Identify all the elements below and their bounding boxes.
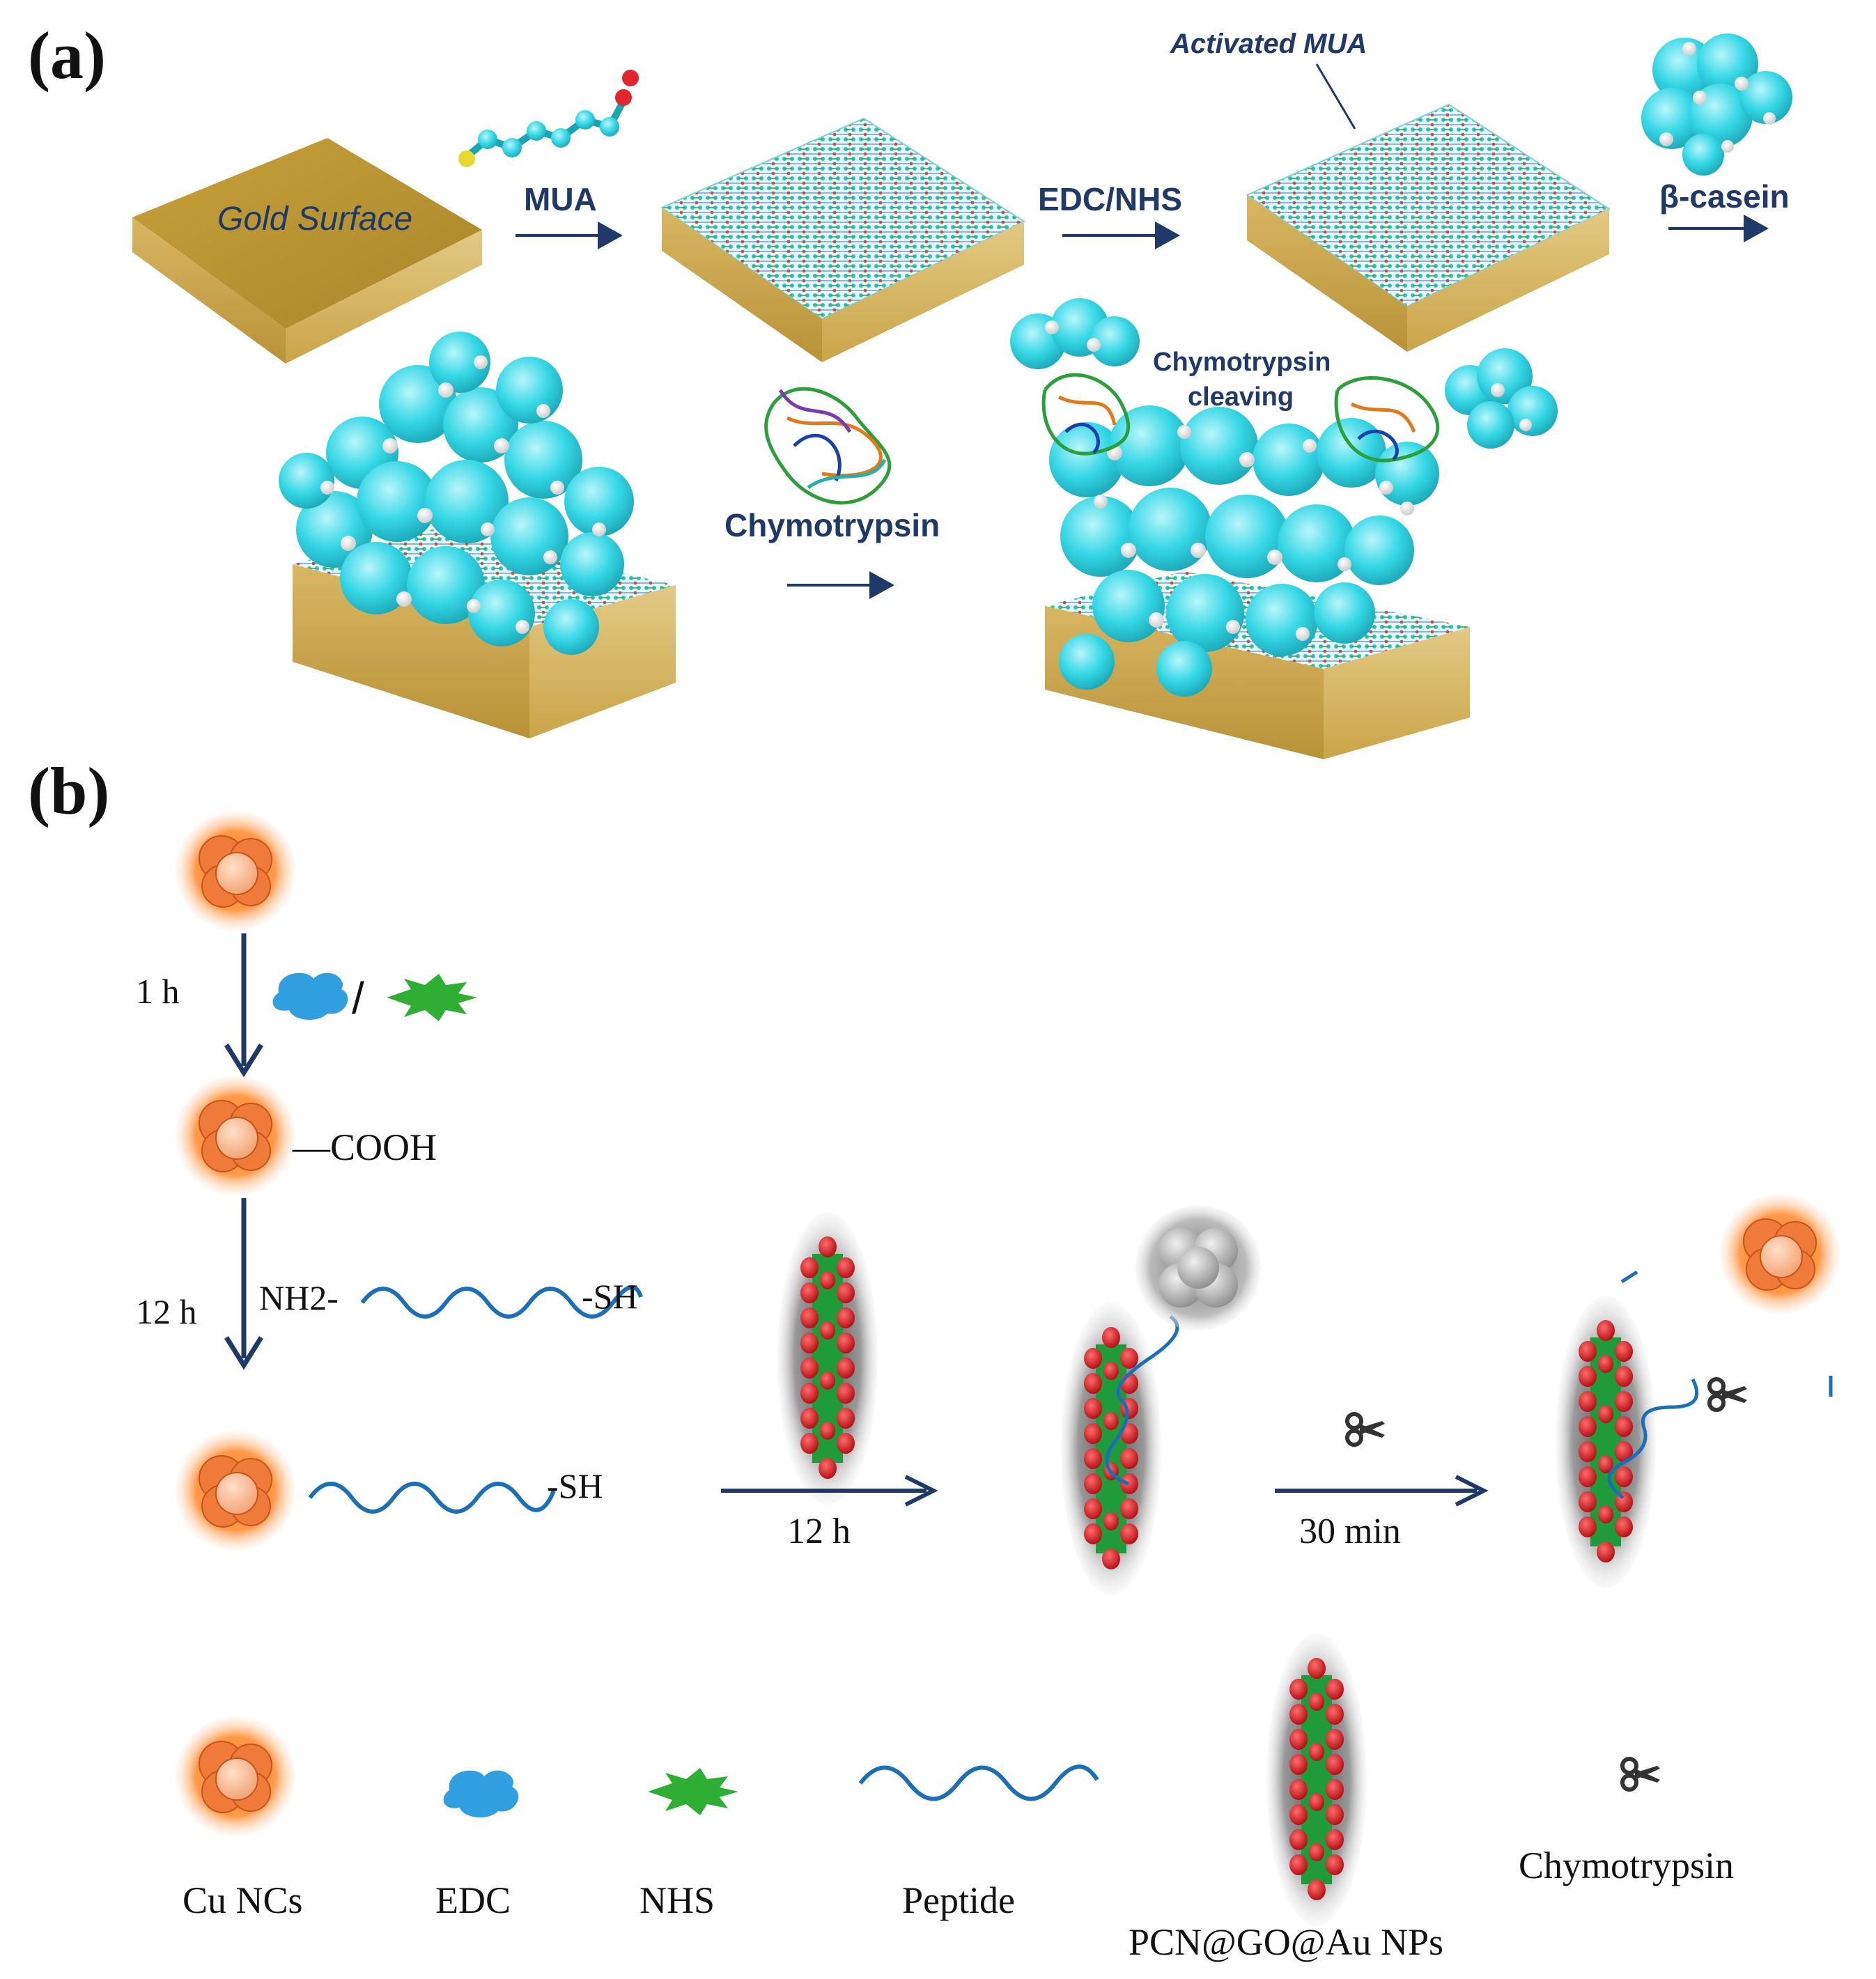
legend-cu-nc-icon [175,1716,296,1837]
sh-group-top-label: -SH [582,1277,638,1316]
peptide-chain [1105,1314,1179,1486]
cu-nc-cluster [175,810,296,931]
activated-mua-label: Activated MUA [1170,29,1367,59]
mua-coated-slab [660,117,1026,362]
scissors-icon [1710,1379,1747,1410]
legend-pcn-rod-icon [1266,1633,1367,1926]
cu-nc-cluster [175,1075,296,1196]
legend: Cu NCs EDC NHS Peptide PCN@GO@Au NPs Chy… [175,1633,1734,1963]
peptide-chain [308,1482,556,1514]
time-12h-arrow-label: 12 h [787,1512,851,1551]
peptide-chain [360,1285,643,1319]
legend-chymotrypsin-label: Chymotrypsin [1519,1845,1734,1886]
cooh-group-label: —COOH [292,1126,437,1168]
edc-blob-icon [272,972,348,1020]
chymotrypsin-label: Chymotrypsin [724,507,940,543]
pcn-go-au-rod-cleaved [1556,1296,1656,1588]
legend-pcn-label: PCN@GO@Au NPs [1129,1921,1443,1963]
legend-nhs-icon [648,1768,738,1815]
casein-bound-slab [279,332,676,738]
gold-surface-text: Gold Surface [217,201,412,238]
gold-surface-slab: Gold Surface [132,138,482,364]
legend-scissors-icon [1622,1759,1660,1790]
legend-peptide-label: Peptide [902,1879,1015,1921]
chymotrypsin-cleaving-line2: cleaving [1188,382,1294,412]
panel-a: (a) Gold Surface MUA [28,18,1792,759]
legend-cu-ncs-label: Cu NCs [183,1879,303,1921]
cu-nc-cluster [175,1430,296,1551]
panel-b-label: (b) [28,754,109,828]
activated-mua-slab: Activated MUA [1170,29,1611,352]
legend-edc-icon [443,1770,519,1818]
cleaved-fragment-right [1445,348,1558,449]
scissors-icon [1347,1414,1385,1445]
cleaving-slab [1041,373,1470,759]
peptide-chain [1607,1378,1699,1499]
fragment-mark [1620,1270,1638,1284]
nh2-group-label: NH2- [259,1278,339,1317]
panel-a-label: (a) [28,18,106,93]
pcn-go-au-rod [777,1212,878,1505]
step-mua-label: MUA [524,181,597,217]
legend-nhs-label: NHS [639,1879,715,1921]
slash-separator: / [352,973,364,1023]
released-cu-nc [1719,1193,1840,1314]
legend-edc-label: EDC [435,1879,511,1921]
legend-peptide-icon [858,1764,1099,1801]
step-edc-nhs-label: EDC/NHS [1038,181,1182,217]
quenched-cu-nc [1135,1205,1261,1330]
nhs-star-icon [387,974,477,1021]
time-12h-left-label: 12 h [136,1292,197,1331]
chymotrypsin-cleaving-line1: Chymotrypsin [1153,348,1331,377]
beta-casein-molecule [1641,33,1792,176]
cleaved-fragment-left [1010,298,1140,369]
panel-b: (b) 1 h / —COOH 12 h NH2- -SH -SH 12 h [28,754,1840,1963]
time-1h-label: 1 h [136,972,180,1011]
sh-group-mid-label: -SH [547,1466,603,1505]
time-30min-label: 30 min [1299,1512,1401,1551]
chymotrypsin-enzyme [764,387,892,505]
beta-casein-label: β-casein [1659,178,1790,215]
mua-molecule [458,70,639,167]
